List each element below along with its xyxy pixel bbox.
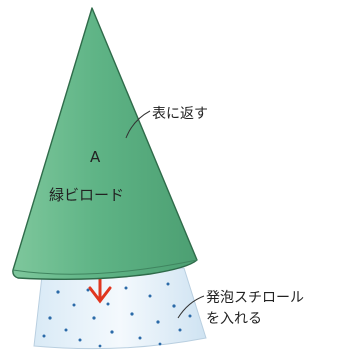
cone-rim (12, 259, 198, 275)
cone-material-label: 緑ビロード (49, 186, 125, 204)
foam-texture-dots (42, 282, 192, 348)
green-velvet-cone (12, 7, 198, 281)
foam-note-line1: 発泡スチロール (206, 290, 304, 306)
foam-insert-note: 発泡スチロール を入れる (206, 288, 304, 330)
styrofoam-piece (33, 267, 207, 350)
turn-note-leader (125, 110, 151, 139)
foam-note-leader (177, 295, 205, 319)
turn-inside-out-note: 表に返す (152, 106, 208, 122)
cone-part-letter: A (90, 148, 101, 166)
foam-note-line2: を入れる (206, 311, 262, 327)
